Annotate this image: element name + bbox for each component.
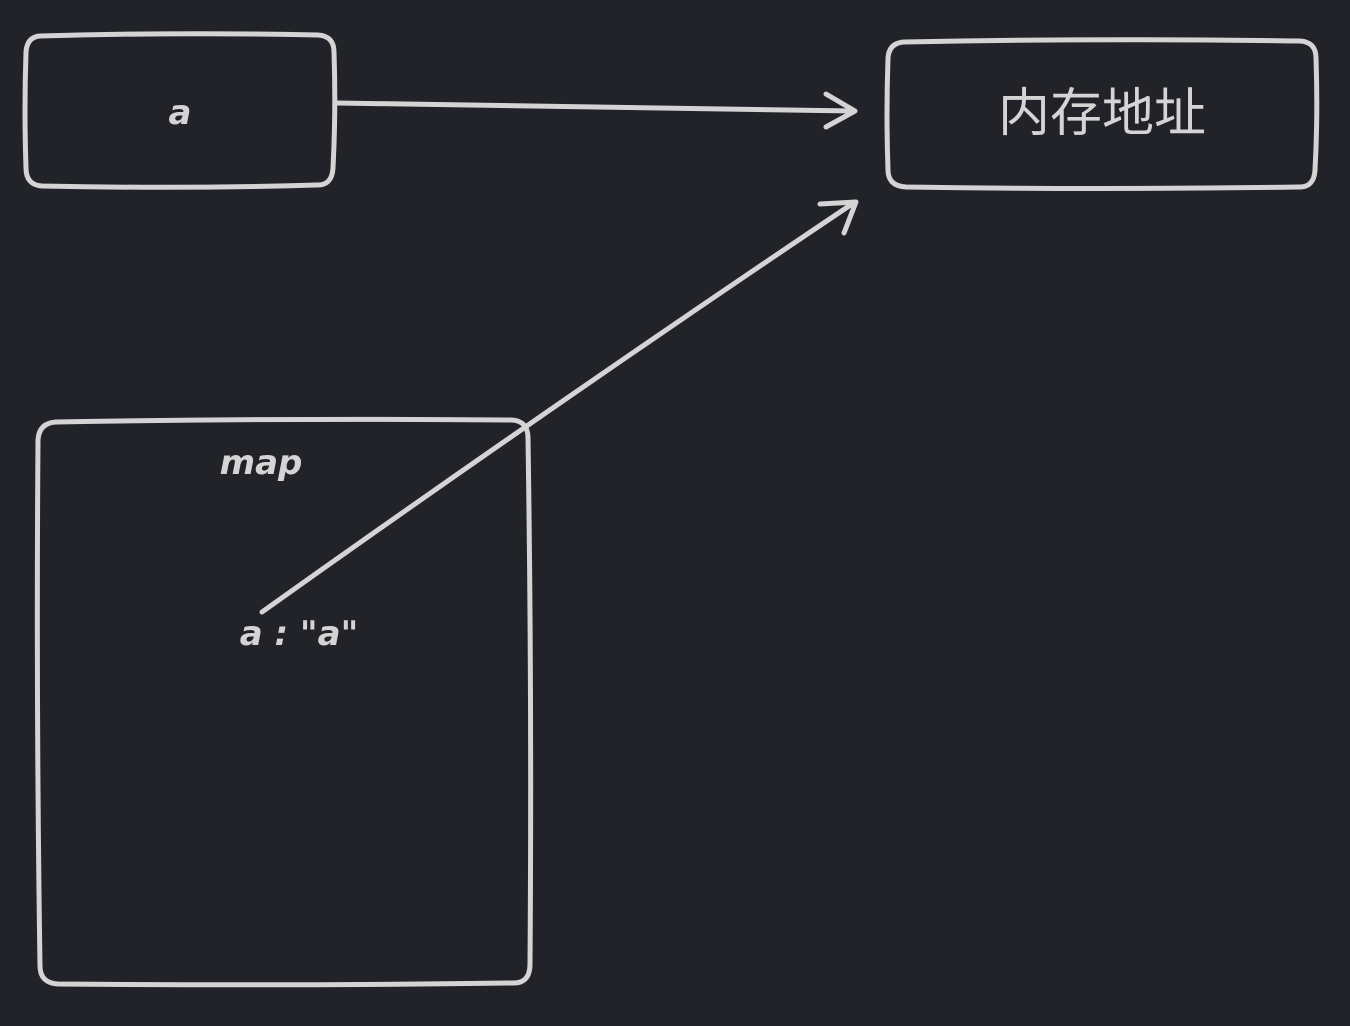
node-map[interactable]: map a : "a" (34, 416, 534, 988)
node-map-border (34, 416, 534, 988)
node-map-title: map (220, 443, 303, 483)
edge-map-entry-to-memory-line (259, 199, 858, 615)
node-map-entry: a : "a" (240, 614, 359, 654)
edge-var-a-to-memory (334, 91, 858, 130)
edge-var-a-to-memory-arrowhead (823, 91, 858, 130)
node-var-a[interactable]: a (22, 31, 338, 190)
node-var-a-border (22, 31, 338, 190)
node-memory-address[interactable]: 内存地址 (884, 37, 1320, 191)
edge-var-a-to-memory-line (334, 100, 857, 114)
edge-map-entry-to-memory-arrowhead (817, 199, 859, 236)
edge-map-entry-to-memory (259, 199, 859, 615)
node-memory-address-border (884, 37, 1320, 191)
node-var-a-label: a (169, 93, 192, 133)
node-memory-address-label: 内存地址 (998, 84, 1206, 144)
